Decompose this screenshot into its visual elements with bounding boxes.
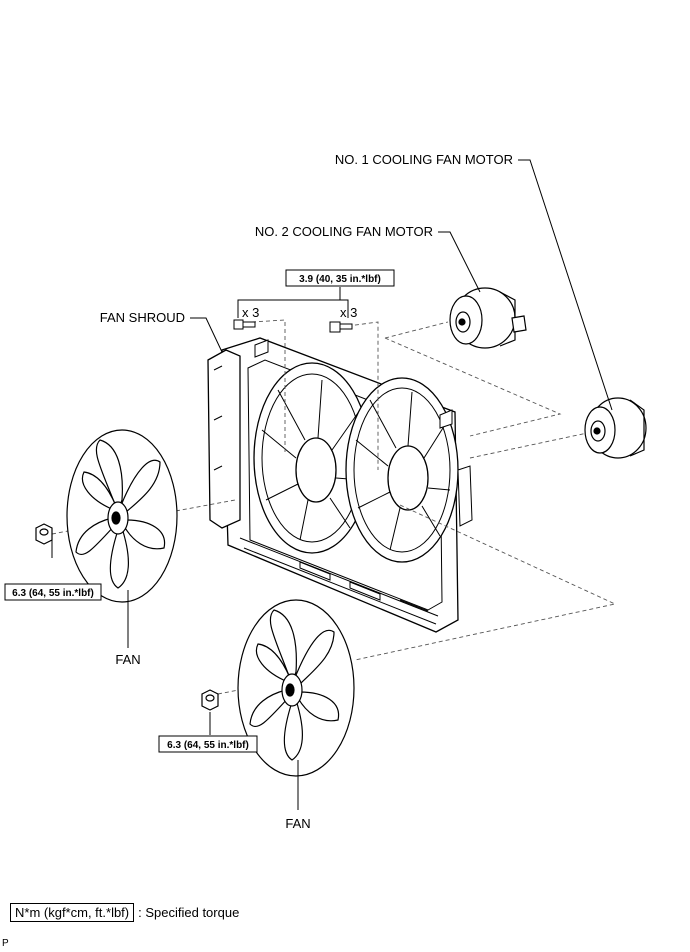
fan-left (66, 429, 178, 603)
label-no2-cooling-fan-motor: NO. 2 COOLING FAN MOTOR (255, 224, 433, 239)
nut-bottom (201, 689, 219, 711)
label-fan-shroud: FAN SHROUD (100, 310, 185, 325)
torque-box-nut-bottom: 6.3 (64, 55 in.*lbf) (158, 735, 258, 753)
label-fan-left: FAN (115, 652, 140, 667)
corner-mark: P (2, 938, 9, 949)
fan-bottom (237, 599, 355, 777)
label-no1-cooling-fan-motor: NO. 1 COOLING FAN MOTOR (335, 152, 513, 167)
fan-shroud (207, 337, 473, 633)
torque-box-bolts: 3.9 (40, 35 in.*lbf) (285, 269, 395, 287)
torque-box-nut-left: 6.3 (64, 55 in.*lbf) (4, 583, 102, 601)
bolt-right (329, 321, 353, 333)
nut-left (35, 523, 53, 545)
legend-unit-box: N*m (kgf*cm, ft.*lbf) (10, 903, 135, 922)
torque-value-bolts: 3.9 (40, 35 in.*lbf) (299, 274, 381, 285)
legend-description: : Specified torque (138, 905, 240, 920)
torque-legend: N*m (kgf*cm, ft.*lbf) : Specified torque (10, 903, 239, 922)
label-qty-right: x 3 (340, 305, 357, 320)
no1-cooling-fan-motor (584, 397, 647, 459)
label-fan-bottom: FAN (285, 816, 310, 831)
torque-value-nut-bottom: 6.3 (64, 55 in.*lbf) (167, 740, 249, 751)
no2-cooling-fan-motor (449, 287, 527, 349)
torque-value-nut-left: 6.3 (64, 55 in.*lbf) (12, 588, 94, 599)
leader-lines (51, 159, 613, 810)
label-qty-left: x 3 (242, 305, 259, 320)
bolt-left (233, 319, 256, 330)
